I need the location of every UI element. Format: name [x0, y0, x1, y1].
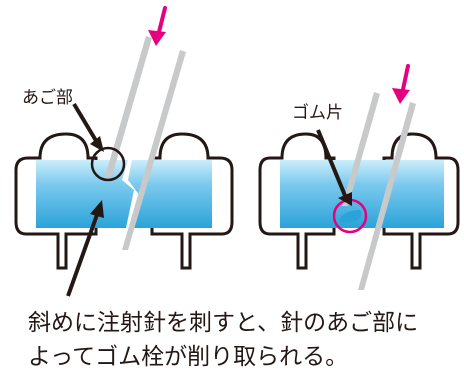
right-rubber-stopper [280, 160, 444, 228]
left-needle [104, 36, 152, 180]
right-assembly [258, 64, 460, 290]
pink-down-arrow-icon [148, 6, 167, 46]
jaw-label: あご部 [22, 88, 73, 108]
left-needle-right-wall [122, 50, 186, 250]
right-needle-right [358, 102, 416, 290]
caption: 斜めに注射針を刺すと、針のあご部に よってゴム栓が削り取られる。 [28, 306, 448, 374]
rubber-fragment [340, 210, 362, 223]
jaw-callout-circle [90, 146, 126, 182]
rubber-fragment-label: ゴム片 [292, 103, 343, 123]
left-rubber-stopper [36, 160, 134, 228]
jaw-callout-arrow [72, 102, 100, 146]
fragment-callout-arrow [316, 129, 348, 199]
caption-line-2: よってゴム栓が削り取られる。 [28, 344, 349, 370]
pink-down-arrow-icon [392, 64, 410, 104]
left-assembly [14, 6, 234, 297]
stopper-pointer-arrow [66, 211, 100, 297]
right-needle-left [342, 92, 380, 206]
caption-line-1: 斜めに注射針を刺すと、針のあご部に [28, 310, 419, 336]
